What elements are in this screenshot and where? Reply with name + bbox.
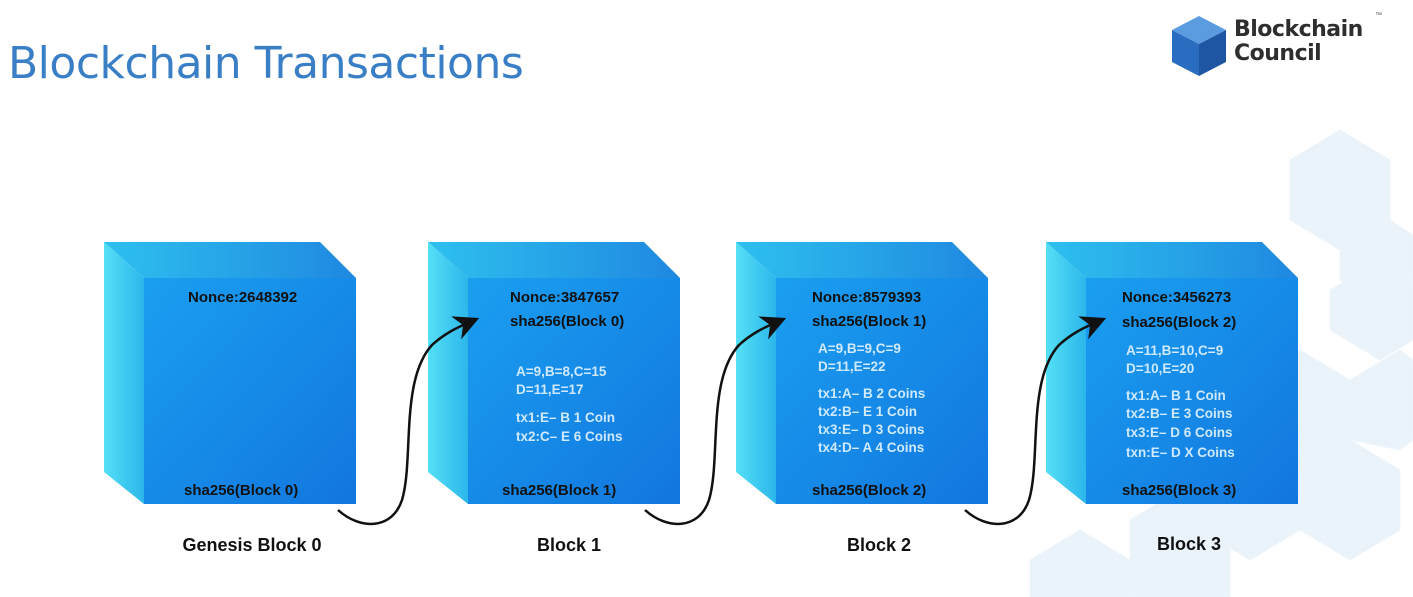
block-transaction: tx2:B– E 1 Coin <box>818 404 918 419</box>
block-transaction: txn:E– D X Coins <box>1126 445 1235 460</box>
block-transaction: tx1:A– B 2 Coins <box>818 386 926 401</box>
block-transaction: tx4:D– A 4 Coins <box>818 440 925 455</box>
chain-arrow <box>644 316 787 526</box>
block-cube: Nonce:3847657 sha256(Block 0) A=9,B=8,C=… <box>428 242 684 506</box>
block-prev-hash: sha256(Block 2) <box>1122 314 1237 331</box>
cube-shape <box>428 242 680 504</box>
block-hash: sha256(Block 3) <box>1122 482 1237 499</box>
block-cube: Nonce:8579393 sha256(Block 1) A=9,B=9,C=… <box>736 242 992 506</box>
block-nonce: Nonce:3847657 <box>510 289 620 306</box>
cube-shape <box>736 242 988 504</box>
block-nonce: Nonce:2648392 <box>188 289 298 306</box>
block-prev-hash: sha256(Block 1) <box>812 313 927 330</box>
block-hash: sha256(Block 2) <box>812 482 927 499</box>
logo-line-2: Council <box>1234 41 1322 66</box>
block-transaction: tx3:E– D 6 Coins <box>1126 425 1233 440</box>
block-transaction: tx2:C– E 6 Coins <box>516 429 623 444</box>
brand-logo: Blockchain Council ™ <box>1168 12 1398 82</box>
chain-arrow <box>337 316 480 526</box>
block-transaction: tx2:B– E 3 Coins <box>1126 406 1233 421</box>
logo-line-1: Blockchain <box>1234 17 1363 42</box>
block-cube: Nonce:3456273 sha256(Block 2) A=11,B=10,… <box>1046 242 1302 506</box>
cube-shape <box>1046 242 1298 504</box>
page-title: Blockchain Transactions <box>8 38 524 89</box>
block-hash: sha256(Block 1) <box>502 482 617 499</box>
chain-arrow <box>964 316 1107 526</box>
block-label: Block 1 <box>536 535 602 555</box>
trademark-mark: ™ <box>1375 12 1382 19</box>
block-balance: A=9,B=8,C=15 <box>516 364 607 379</box>
block-nonce: Nonce:8579393 <box>812 289 922 306</box>
cube-shape <box>104 242 356 504</box>
block-nonce: Nonce:3456273 <box>1122 289 1232 306</box>
block-balance: D=11,E=17 <box>516 382 584 397</box>
block-balance: D=11,E=22 <box>818 359 886 374</box>
block-balance: A=11,B=10,C=9 <box>1126 343 1224 358</box>
block-label: Block 2 <box>846 535 912 555</box>
block-label: Block 3 <box>1156 534 1222 554</box>
block-cube: Nonce:2648392 sha256(Block 0) <box>104 242 360 506</box>
block-transaction: tx1:A– B 1 Coin <box>1126 388 1226 403</box>
logo-cube-icon <box>1172 16 1226 76</box>
block-prev-hash: sha256(Block 0) <box>510 313 625 330</box>
block-transaction: tx1:E– B 1 Coin <box>516 410 616 425</box>
block-transaction: tx3:E– D 3 Coins <box>818 422 925 437</box>
block-label: Genesis Block 0 <box>182 535 322 555</box>
block-balance: D=10,E=20 <box>1126 361 1195 376</box>
block-balance: A=9,B=9,C=9 <box>818 341 901 356</box>
block-hash: sha256(Block 0) <box>184 482 299 499</box>
